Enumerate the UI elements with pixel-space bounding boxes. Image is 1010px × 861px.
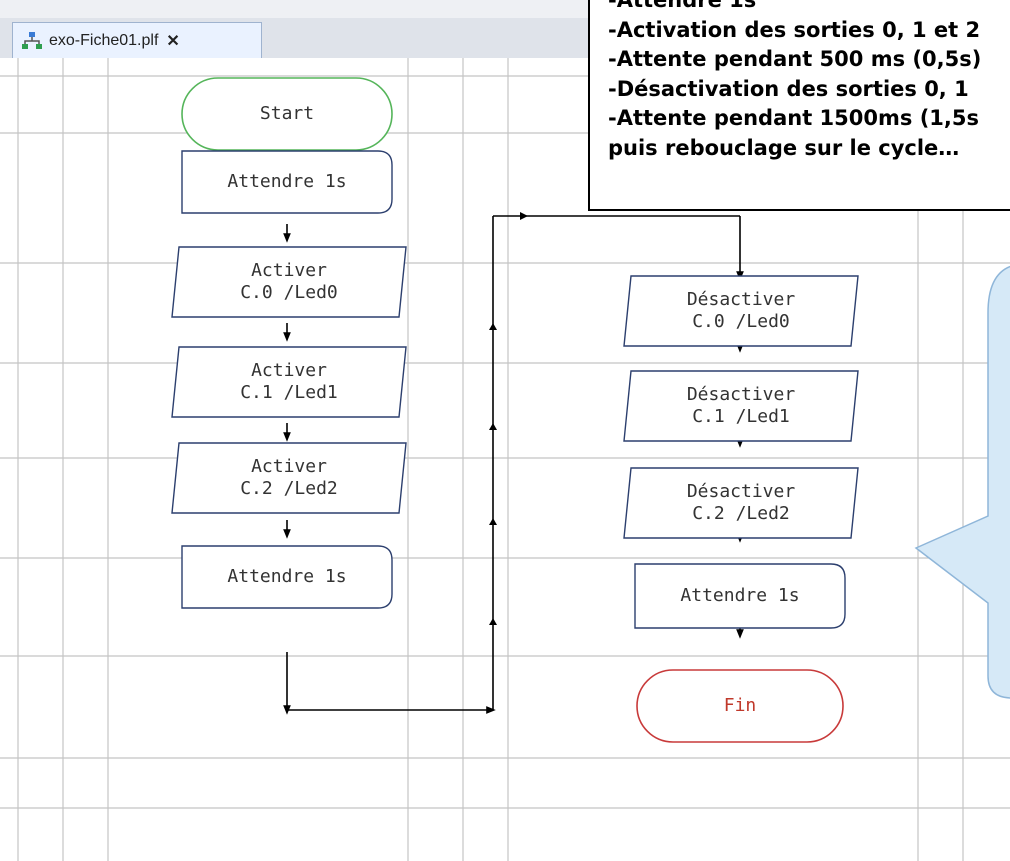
io-shape	[623, 370, 859, 442]
speech-callout	[914, 265, 1010, 699]
start-terminal-label: Start	[260, 103, 314, 124]
io-shape	[623, 467, 859, 539]
flow-direction-arrow	[489, 423, 497, 430]
connectors	[283, 152, 744, 715]
flow-direction-arrow	[489, 518, 497, 525]
step-label: Activer	[251, 260, 327, 281]
flow-direction-arrow	[489, 323, 497, 330]
grid-lines	[0, 58, 1010, 861]
note-line: -Attendre 1s	[608, 0, 757, 12]
step-label: C.1 /Led1	[240, 382, 338, 403]
note-line: -Attente pendant 1500ms (1,5s	[608, 106, 979, 130]
step-label: C.2 /Led2	[240, 478, 338, 499]
io-shape	[171, 442, 407, 514]
note-line: -Attente pendant 500 ms (0,5s)	[608, 47, 982, 71]
delay-shape	[181, 150, 393, 214]
delay-shape	[181, 545, 393, 609]
flowchart-file-icon	[22, 31, 42, 49]
note-line: -Activation des sorties 0, 1 et 2	[608, 17, 981, 42]
note-line: puis rebouclage sur le cycle…	[608, 135, 960, 160]
step-label: C.0 /Led0	[692, 311, 790, 332]
file-tab-title: exo-Fiche01.plf	[49, 31, 159, 49]
start-terminal-shape	[181, 77, 393, 151]
step-label: Attendre 1s	[227, 566, 346, 587]
step-label: Désactiver	[687, 481, 796, 502]
step-label: Activer	[251, 360, 327, 381]
io-shape	[171, 346, 407, 418]
io-shape	[171, 246, 407, 318]
step-label: Désactiver	[687, 289, 796, 310]
end-terminal-label: Fin	[724, 695, 757, 716]
instruction-note: -Attendre 1s -Activation des sorties 0, …	[588, 0, 1010, 211]
note-line: -Désactivation des sorties 0, 1	[608, 76, 969, 101]
step-label: Attendre 1s	[227, 171, 346, 192]
step-label: C.0 /Led0	[240, 282, 338, 303]
io-shape	[623, 275, 859, 347]
callout-bubble	[914, 265, 1010, 699]
step-label: C.1 /Led1	[692, 406, 790, 427]
delay-shape	[634, 563, 846, 629]
flow-direction-arrow	[520, 212, 528, 220]
close-icon[interactable]: ✕	[166, 32, 180, 50]
step-label: Activer	[251, 456, 327, 477]
end-terminal-shape	[636, 669, 844, 743]
step-label: Attendre 1s	[680, 585, 799, 606]
file-tab[interactable]: exo-Fiche01.plf ✕	[12, 22, 262, 58]
step-label: Désactiver	[687, 384, 796, 405]
step-label: C.2 /Led2	[692, 503, 790, 524]
flow-direction-arrow	[489, 618, 497, 625]
